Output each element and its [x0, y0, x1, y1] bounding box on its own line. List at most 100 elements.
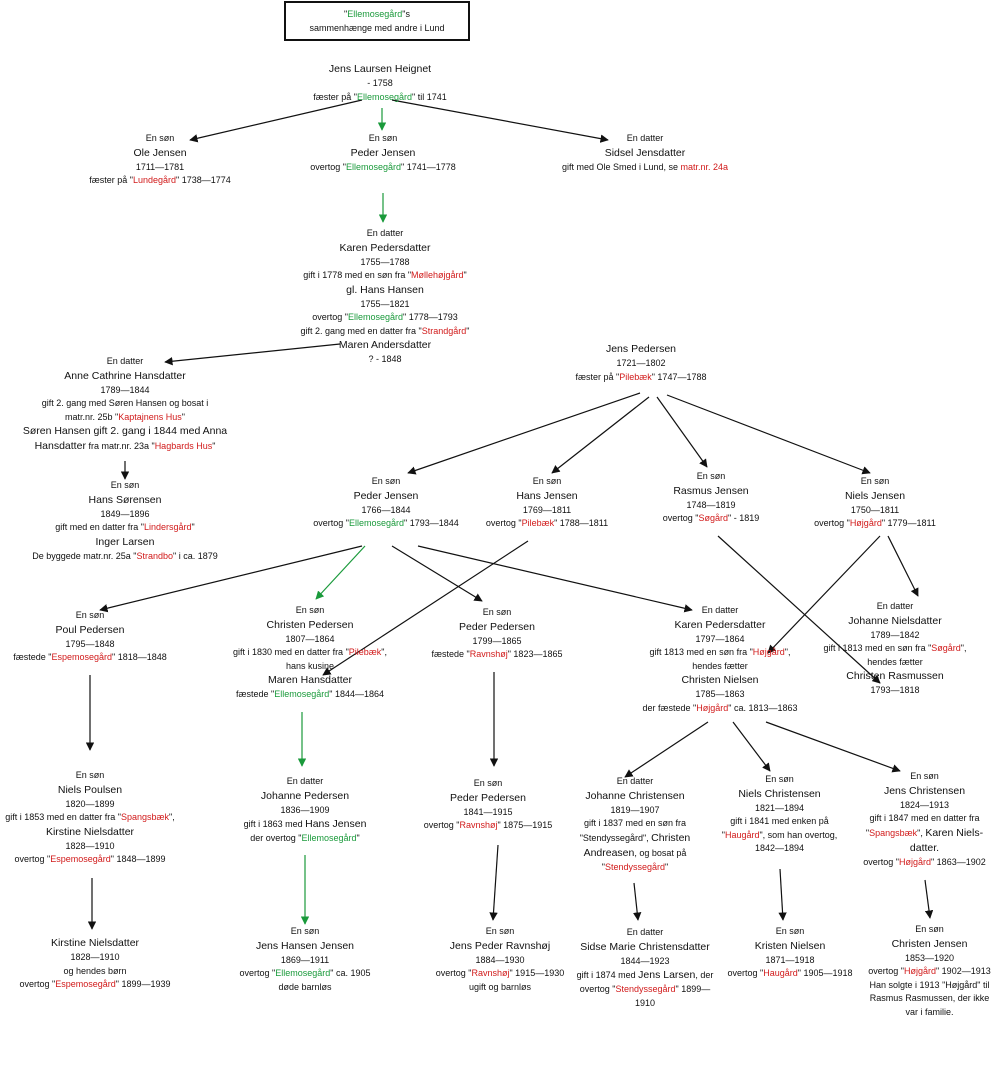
text-run: ", som han overtog,	[759, 829, 838, 840]
farm-name: Strandgård	[421, 325, 467, 336]
text-run: En søn	[765, 774, 794, 784]
text-run: En søn	[368, 133, 398, 143]
node-line: Peder Jensen	[283, 146, 483, 161]
node-line: 1711—1781	[60, 161, 260, 175]
connector-arrow	[732, 721, 771, 772]
farm-name: Højgård	[752, 647, 785, 657]
node-line: ugift og barnløs	[420, 981, 580, 995]
farm-name: matr.nr. 24a	[680, 161, 729, 172]
node-line: 1789—1844	[20, 384, 230, 398]
connector-arrow	[189, 99, 363, 143]
text-run: overtog "	[313, 518, 349, 528]
node-line: overtog "Højgård" 1779—1811	[805, 517, 945, 531]
text-run: matr.nr. 25b "	[65, 411, 119, 422]
node-line: 1820—1899	[0, 798, 185, 812]
text-run: En søn	[371, 476, 401, 486]
node-line: Christen Pedersen	[220, 618, 400, 633]
node-line: Ole Jensen	[60, 146, 260, 161]
node-line: Rasmus Jensen	[641, 484, 781, 499]
connector-arrow	[666, 394, 871, 475]
text-run: ",	[784, 647, 791, 657]
node-line: Andreasen, og bosat på	[565, 846, 705, 861]
node-line: hans kusine	[220, 660, 400, 674]
connector-arrow	[656, 396, 708, 468]
text-run: En søn	[860, 476, 890, 486]
text-run: 1910	[634, 997, 656, 1008]
text-run: gift i 1837 med en søn fra	[583, 818, 687, 828]
text-run: "	[463, 270, 467, 280]
node-line: Christen Nielsen	[615, 673, 825, 688]
node-line: gift i 1813 med en søn fra "Søgård",	[820, 642, 970, 656]
node-line: Niels Poulsen	[0, 783, 185, 798]
farm-name: Højgård	[903, 966, 936, 976]
node-line: 1836—1909	[220, 804, 390, 818]
node-line: døde barnløs	[220, 981, 390, 995]
text-run: 1750—1811	[850, 504, 900, 515]
farm-name: Ravnshøj	[469, 649, 508, 659]
text-run: Han solgte i 1913 "Højgård" til	[869, 979, 990, 990]
text-run: " 1915—1930	[509, 968, 565, 978]
text-run: der overtog "	[250, 833, 302, 843]
farm-name: Højgård	[898, 856, 931, 867]
person-name: Peder Jensen	[353, 489, 419, 502]
person-name: Christen Rasmussen	[846, 670, 944, 682]
connector-arrow	[887, 535, 919, 597]
text-run: "	[356, 833, 360, 843]
text-run: 1748—1819	[686, 499, 736, 510]
node-line: 1750—1811	[805, 504, 945, 518]
node-line: "Spangsbæk", Karen Niels-	[852, 826, 997, 841]
text-run: 1884—1930	[475, 954, 525, 965]
node-line: Peder Jensen	[306, 489, 466, 504]
node-line: datter.	[852, 841, 997, 856]
node-line: En datter	[525, 132, 765, 146]
node-line: gift i 1778 med en søn fra "Møllehøjgård…	[255, 269, 515, 283]
person-name: Jens Pedersen	[605, 343, 677, 355]
node-line: 1807—1864	[220, 633, 400, 647]
text-run: " 1778—1793	[403, 312, 458, 322]
node-line: gift 2. gang med Søren Hansen og bosat i	[20, 397, 230, 411]
text-run: 1869—1911	[280, 954, 330, 965]
text-run: En søn	[482, 607, 512, 617]
node-line: overtog "Søgård" - 1819	[641, 512, 781, 526]
node-line: gl. Hans Hansen	[255, 283, 515, 298]
farm-name: Stendyssegård	[604, 861, 666, 872]
connector-arrow	[717, 535, 881, 684]
text-run: " 1899—	[675, 984, 711, 994]
farm-name: Pilebæk	[348, 647, 382, 657]
text-run: "	[665, 861, 669, 872]
node-line: Inger Larsen	[20, 535, 230, 550]
node-line: 1748—1819	[641, 499, 781, 513]
text-run: fæster på "	[89, 175, 133, 185]
node-line: En datter	[220, 775, 390, 789]
connector-arrow	[391, 99, 609, 143]
text-run: 1795—1848	[65, 638, 115, 649]
node-line: overtog "Haugård" 1905—1918	[715, 967, 865, 981]
node-line: En søn	[477, 475, 617, 489]
node-line: En søn	[707, 773, 852, 787]
person-name: Niels Jensen	[844, 489, 906, 502]
text-run: gift 1813 med en søn fra "	[649, 647, 753, 657]
text-run: 1797—1864	[695, 633, 745, 644]
person-name: Peder Pedersen	[459, 620, 535, 633]
node-line: En søn	[715, 925, 865, 939]
connector-arrow	[407, 392, 641, 475]
node-line: overtog "Ellemosegård" 1793—1844	[306, 517, 466, 531]
text-run: ",	[960, 643, 967, 653]
node-line: 1785—1863	[615, 688, 825, 702]
person-name: Jens Christensen	[883, 784, 966, 797]
text-run: En søn	[696, 471, 726, 481]
text-run: overtog "	[662, 513, 699, 523]
node-line: 1828—1910	[0, 951, 190, 965]
text-run: - 1758	[367, 78, 393, 88]
text-run: "	[601, 861, 605, 872]
node-line: Karen Pedersdatter	[255, 241, 515, 256]
